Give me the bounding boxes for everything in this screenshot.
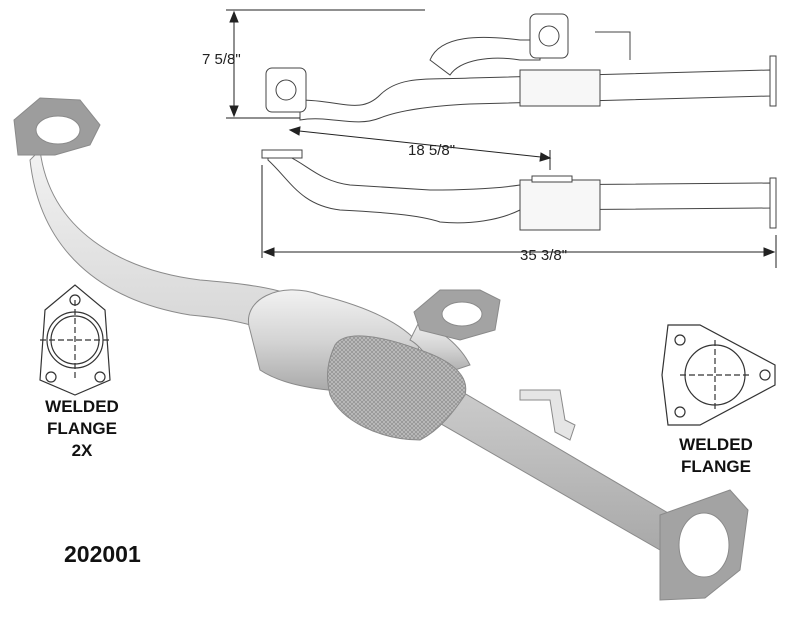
flange-spacing-dimension: 18 5/8" [408,142,455,159]
height-dimension: 7 5/8" [202,51,241,68]
top-view-drawing [265,13,777,123]
dimension-lines [226,9,777,268]
pipe-rendering [13,97,749,601]
left-flange-label-2: FLANGE [47,419,117,438]
left-flange-label-1: WELDED [45,397,119,416]
right-flange-label-2: FLANGE [681,457,751,476]
right-flange-label-1: WELDED [679,435,753,454]
side-view-drawing [261,149,777,231]
overall-length-dimension: 35 3/8" [520,247,567,264]
left-flange-label-3: 2X [72,441,93,460]
right-flange-detail [661,324,776,426]
part-number: 202001 [64,541,141,567]
left-flange-detail [39,284,111,396]
